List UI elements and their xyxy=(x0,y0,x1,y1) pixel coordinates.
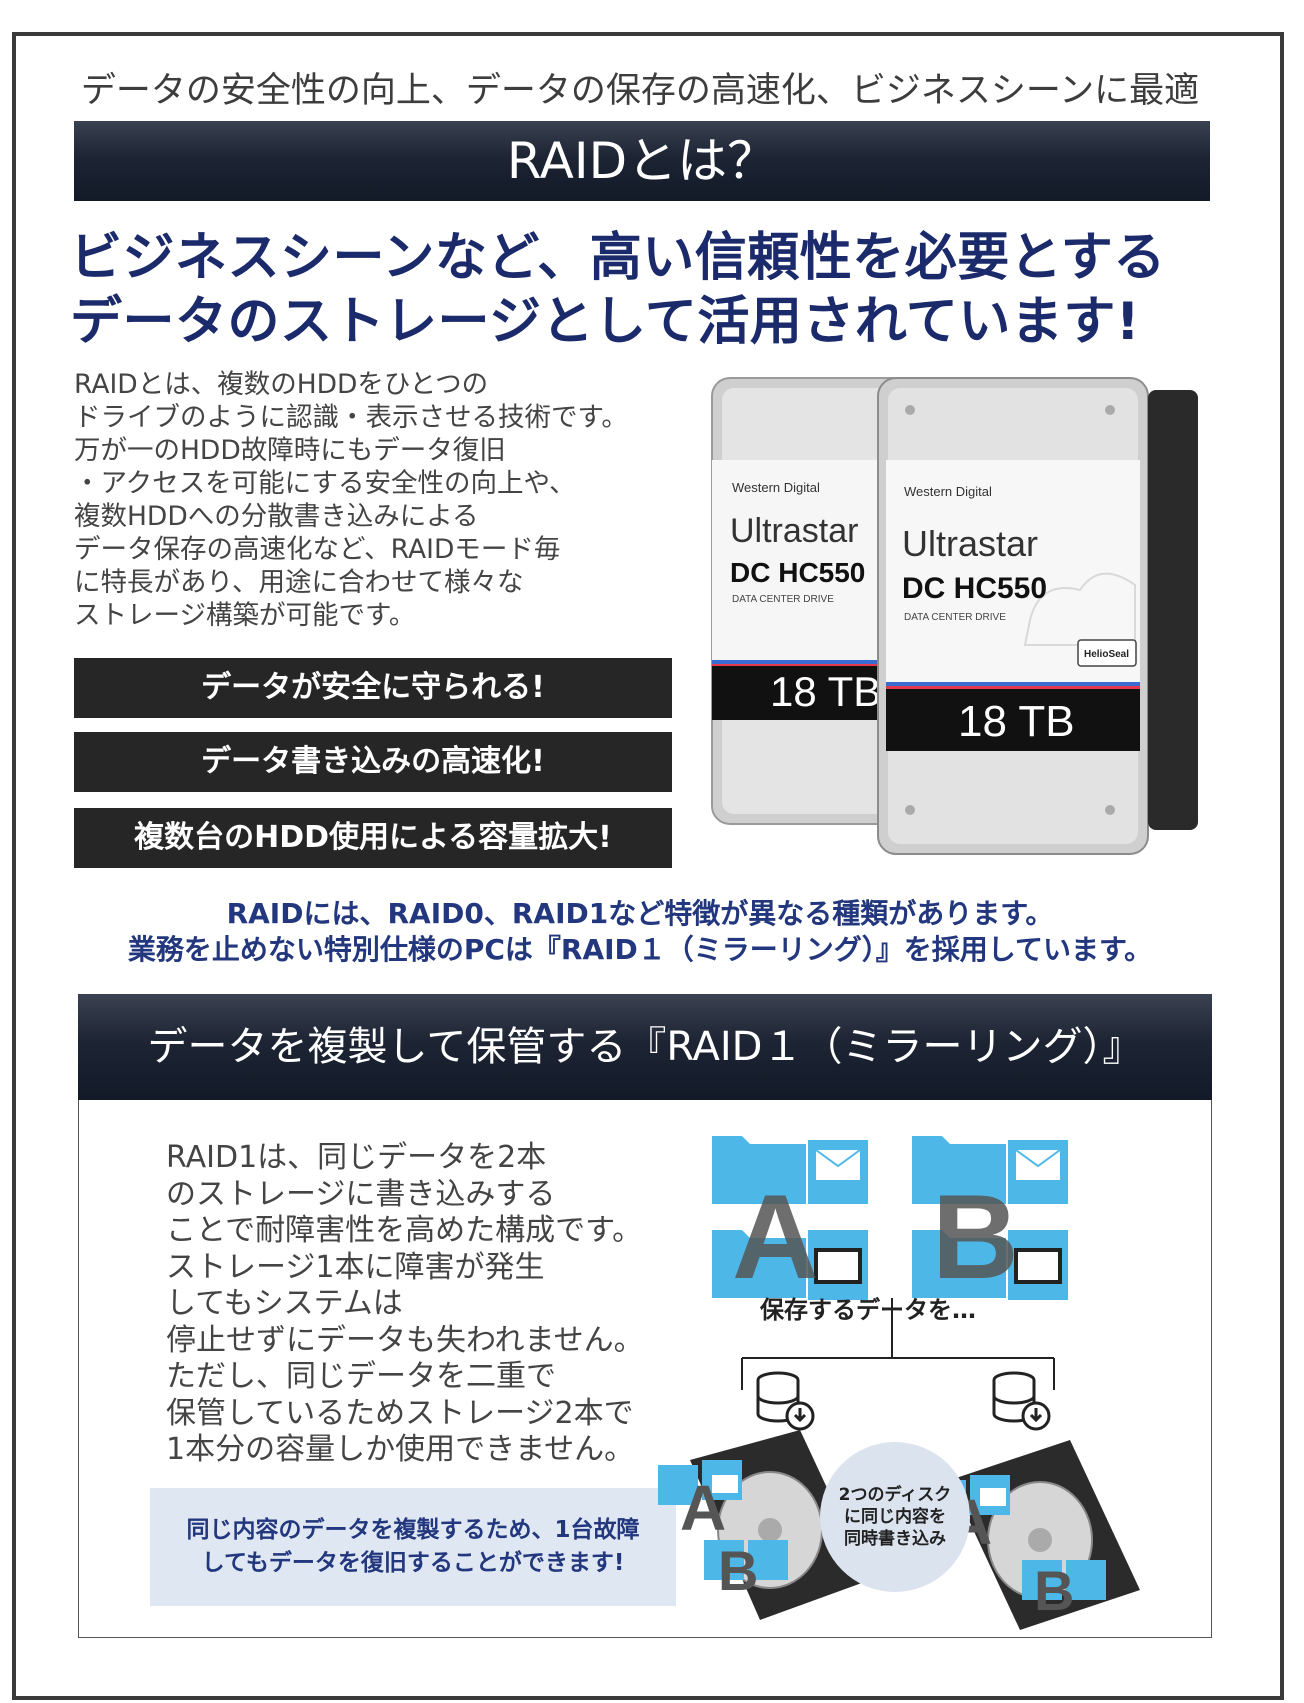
circle-line-1: 2つのディスク xyxy=(838,1485,952,1505)
intro-line: 万が一のHDD故障時にもデータ復旧 xyxy=(74,435,506,466)
hdd-front-capacity: 18 TB xyxy=(958,697,1075,746)
headline: ビジネスシーンなど、高い信頼性を必要とする データのストレージとして活用されてい… xyxy=(70,226,1250,354)
hdd-front-model-2: DC HC550 xyxy=(902,572,1047,605)
intro-text: RAIDとは、複数のHDDをひとつの ドライブのように認識・表示させる技術です。… xyxy=(74,368,714,632)
hdd-back-sub: DATA CENTER DRIVE xyxy=(732,594,834,605)
intro-line: 複数HDDへの分散書き込みによる xyxy=(74,501,479,532)
hdd-front-model: Ultrastar xyxy=(902,523,1038,564)
raid1-desc-line: 1本分の容量しか使用できません。 xyxy=(166,1432,635,1467)
hdd-product-image: Western Digital Ultrastar DC HC550 DATA … xyxy=(711,377,1198,855)
notice-line-2: してもデータを復旧することができます! xyxy=(201,1550,625,1576)
raid1-desc-line: ただし、同じデータを二重で xyxy=(166,1359,556,1394)
top-tagline: データの安全性の向上、データの保存の高速化、ビジネスシーンに最適 xyxy=(80,71,1200,111)
disk-left-letter-b: B xyxy=(718,1539,758,1602)
intro-line: RAIDとは、複数のHDDをひとつの xyxy=(74,369,489,400)
connector-lines xyxy=(741,1298,1055,1390)
raid-note-line-2: 業務を止めない特別仕様のPCは『RAID１（ミラーリング）』を採用しています。 xyxy=(127,933,1153,966)
headline-line-2: データのストレージとして活用されています! xyxy=(70,292,1141,352)
database-icon xyxy=(756,1371,815,1431)
title-bar: RAIDとは？ xyxy=(74,121,1210,201)
disk-left-letter-a: A xyxy=(680,1472,726,1544)
save-data-label: 保存するデータを… xyxy=(760,1296,976,1324)
raid1-desc-line: してもシステムは xyxy=(166,1286,403,1321)
raid1-desc-line: のストレージに書き込みする xyxy=(166,1176,556,1212)
hdd-back-brand: Western Digital xyxy=(732,480,820,495)
recovery-notice: 同じ内容のデータを複製するため、1台故障 してもデータを復旧することができます! xyxy=(150,1488,676,1606)
group-b-letter: B xyxy=(932,1170,1019,1304)
hdd-front-sub: DATA CENTER DRIVE xyxy=(904,612,1006,623)
hdd-back-model: Ultrastar xyxy=(730,512,858,550)
raid-types-note: RAIDには、RAID0、RAID1など特徴が異なる種類があります。 業務を止め… xyxy=(0,896,1280,968)
group-a-letter: A xyxy=(732,1170,819,1304)
file-group-b: B xyxy=(912,1136,1068,1304)
intro-line: に特長があり、用途に合わせて様々な xyxy=(74,567,524,598)
circle-line-3: 同時書き込み xyxy=(844,1529,946,1549)
raid1-desc-line: RAID1は、同じデータを2本 xyxy=(166,1140,547,1175)
feature-fast-write: データ書き込みの高速化! xyxy=(74,732,672,792)
circle-line-2: に同じ内容を xyxy=(844,1507,946,1527)
intro-line: ・アクセスを可能にする安全性の向上や、 xyxy=(74,468,576,499)
raid1-desc-line: 保管しているためストレージ2本で xyxy=(166,1395,634,1431)
raid1-desc-line: ことで耐障害性を高めた構成です。 xyxy=(166,1213,643,1248)
intro-line: ドライブのように認識・表示させる技術です。 xyxy=(74,402,628,433)
headline-line-1: ビジネスシーンなど、高い信頼性を必要とする xyxy=(70,228,1166,288)
raid1-description: RAID1は、同じデータを2本 のストレージに書き込みする ことで耐障害性を高め… xyxy=(166,1140,686,1469)
intro-line: データ保存の高速化など、RAIDモード毎 xyxy=(74,534,561,565)
raid1-heading: データを複製して保管する『RAID１（ミラーリング）』 xyxy=(78,994,1212,1100)
feature-capacity: 複数台のHDD使用による容量拡大! xyxy=(74,808,672,868)
file-group-a: A xyxy=(712,1136,868,1304)
feature-safe-data: データが安全に守られる! xyxy=(74,658,672,718)
intro-line: ストレージ構築が可能です。 xyxy=(74,600,416,631)
hdd-disk-left: A B xyxy=(658,1430,870,1620)
raid1-desc-line: ストレージ1本に障害が発生 xyxy=(166,1249,545,1285)
helioseal-badge: HelioSeal xyxy=(1084,649,1129,660)
hdd-front-brand: Western Digital xyxy=(904,484,992,499)
raid-note-line-1: RAIDには、RAID0、RAID1など特徴が異なる種類があります。 xyxy=(226,897,1054,930)
hdd-back-model-2: DC HC550 xyxy=(730,557,865,588)
hdd-front: Western Digital Ultrastar DC HC550 DATA … xyxy=(877,377,1198,855)
raid1-desc-line: 停止せずにデータも失われません。 xyxy=(166,1322,644,1358)
hdd-back-capacity: 18 TB xyxy=(770,668,881,715)
disk-right-letter-b: B xyxy=(1034,1559,1074,1622)
database-icon xyxy=(992,1371,1051,1431)
simultaneous-write-circle: 2つのディスク に同じ内容を 同時書き込み xyxy=(820,1442,970,1592)
notice-line-1: 同じ内容のデータを複製するため、1台故障 xyxy=(186,1517,640,1543)
